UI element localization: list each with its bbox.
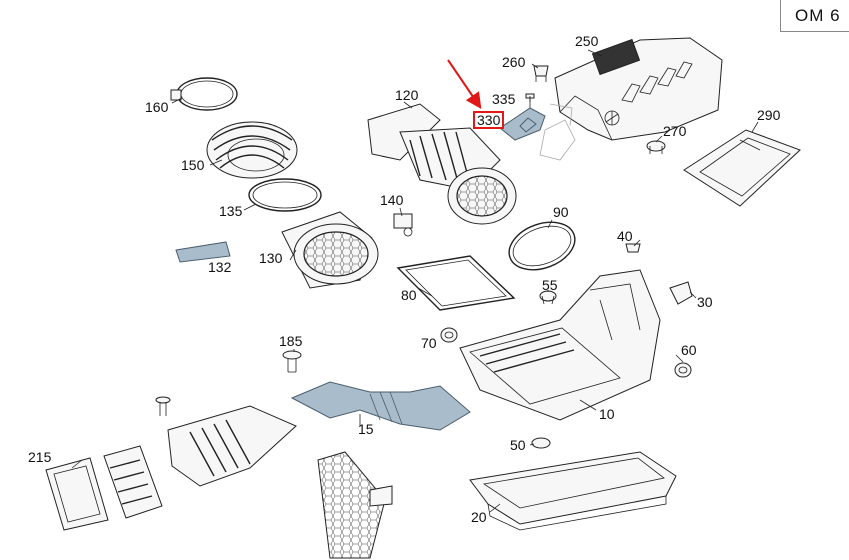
sensor-part-140[interactable] — [393, 213, 413, 237]
sensor-part-30[interactable] — [669, 281, 693, 305]
callout-10[interactable]: 10 — [599, 406, 615, 422]
callout-140[interactable]: 140 — [380, 192, 404, 208]
callout-40[interactable]: 40 — [617, 228, 633, 244]
callout-132[interactable]: 132 — [208, 259, 232, 275]
callout-90[interactable]: 90 — [553, 204, 569, 220]
callout-120[interactable]: 120 — [395, 87, 419, 103]
callout-80[interactable]: 80 — [401, 287, 417, 303]
seal-frame-part-80[interactable] — [396, 255, 516, 311]
callout-20[interactable]: 20 — [471, 509, 487, 525]
grommet-part-270[interactable] — [646, 140, 666, 154]
callout-130[interactable]: 130 — [259, 250, 283, 266]
callout-55[interactable]: 55 — [542, 277, 558, 293]
ring-part-135[interactable] — [248, 178, 322, 212]
engine-code-tag: OM 6 — [780, 0, 849, 32]
housing-lower-part-10[interactable] — [459, 269, 661, 421]
callout-50[interactable]: 50 — [510, 437, 526, 453]
engine-cover-part[interactable] — [554, 37, 723, 141]
air-filter-part-20[interactable] — [469, 451, 677, 531]
callout-60[interactable]: 60 — [681, 342, 697, 358]
gasket-part-90[interactable] — [503, 214, 582, 279]
bolt-part — [155, 396, 171, 416]
clip-part-260[interactable] — [533, 65, 549, 82]
callout-70[interactable]: 70 — [421, 335, 437, 351]
clamp-part-160[interactable] — [170, 77, 238, 111]
leader-lines — [71, 63, 759, 513]
clip-part-40[interactable] — [625, 243, 641, 253]
bracket-grey — [539, 103, 576, 161]
callout-15[interactable]: 15 — [358, 421, 374, 437]
intake-snorkel — [167, 405, 297, 487]
grommet-part-50[interactable] — [531, 437, 551, 449]
grommet-part-60[interactable] — [674, 362, 692, 378]
callout-135[interactable]: 135 — [219, 203, 243, 219]
callout-250[interactable]: 250 — [575, 33, 599, 49]
callout-330-highlighted[interactable]: 330 — [473, 111, 505, 129]
bracket-part-330[interactable] — [499, 107, 546, 141]
honeycomb-shield — [317, 451, 393, 559]
callout-160[interactable]: 160 — [145, 99, 169, 115]
cover-plate-part-290[interactable] — [683, 129, 801, 207]
callout-185[interactable]: 185 — [279, 333, 303, 349]
callout-270[interactable]: 270 — [663, 123, 687, 139]
foam-strip-part-132[interactable] — [175, 241, 231, 263]
callout-260[interactable]: 260 — [502, 54, 526, 70]
grommet-part-70[interactable] — [440, 327, 458, 343]
housing-front-part-130[interactable] — [281, 211, 379, 289]
callout-150[interactable]: 150 — [181, 157, 205, 173]
grommet-part-55[interactable] — [539, 290, 557, 305]
bellows-part-150[interactable] — [206, 121, 298, 179]
intake-hose-part-15[interactable] — [290, 381, 471, 431]
callout-30[interactable]: 30 — [697, 294, 713, 310]
callout-290[interactable]: 290 — [757, 107, 781, 123]
grille-frame-part-215[interactable] — [45, 445, 163, 531]
push-pin-part-185[interactable] — [282, 350, 302, 373]
callout-215[interactable]: 215 — [28, 449, 52, 465]
callout-335[interactable]: 335 — [492, 91, 516, 107]
air-duct-part-120[interactable] — [367, 103, 517, 225]
